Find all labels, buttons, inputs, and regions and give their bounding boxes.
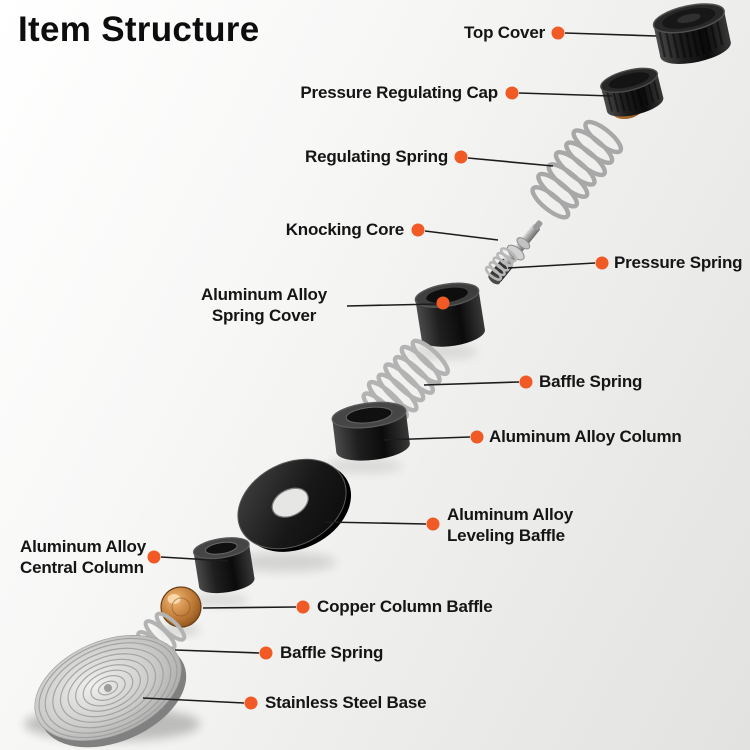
label-regulating-spring: Regulating Spring [305,147,448,166]
leader-line-aluminum-alloy-column [383,436,471,441]
label-baffle-spring-lower: Baffle Spring [280,643,384,662]
label-stainless-steel-base: Stainless Steel Base [265,693,427,712]
aluminum-alloy-central-column-part [192,537,255,594]
leader-line-stainless-steel-base [142,697,245,704]
leader-dot-aluminum-alloy-leveling-baffle [426,517,440,531]
leader-dot-pressure-spring [595,256,609,270]
aluminum-alloy-column-part [331,401,410,461]
leader-dot-aluminum-alloy-spring-cover [436,296,450,310]
label-top-cover: Top Cover [463,23,545,42]
leader-line-regulating-spring [467,157,554,167]
regulating-spring-part [530,119,624,220]
leader-line-copper-column-baffle [202,606,297,609]
label-aluminum-alloy-central-column: Aluminum Alloy Central Column [20,537,146,577]
leader-line-aluminum-alloy-leveling-baffle [324,521,427,525]
leader-dots [147,26,609,710]
label-knocking-core: Knocking Core [285,220,405,239]
leader-line-knocking-core [424,230,499,241]
pressure-regulating-cap-part [600,67,664,120]
leader-line-aluminum-alloy-spring-cover [346,303,438,307]
copper-column-baffle-part [160,586,202,628]
leader-dot-top-cover [551,26,565,40]
label-pressure-regulating-cap: Pressure Regulating Cap [300,83,498,102]
leader-dot-baffle-spring-upper [519,375,533,389]
top-cover-part [652,3,731,64]
label-pressure-spring: Pressure Spring [614,253,743,272]
leader-line-pressure-spring [507,262,596,269]
leader-dot-pressure-regulating-cap [505,86,519,100]
page-title: Item Structure [18,10,260,49]
leader-line-pressure-regulating-cap [518,92,613,97]
aluminum-alloy-spring-cover-part [414,282,485,347]
leader-line-aluminum-alloy-central-column [160,556,229,562]
aluminum-alloy-leveling-baffle-part [237,458,352,552]
label-copper-column-baffle: Copper Column Baffle [317,597,493,616]
leader-lines [142,32,657,704]
leader-dot-copper-column-baffle [296,600,310,614]
stainless-steel-base-part [34,635,187,748]
leader-dot-knocking-core [411,223,425,237]
leader-line-baffle-spring-lower [174,649,260,654]
leader-line-baffle-spring-upper [423,381,520,386]
label-aluminum-alloy-spring-cover: Aluminum Alloy Spring Cover [201,285,327,325]
label-baffle-spring-upper: Baffle Spring [539,372,643,391]
leader-line-top-cover [564,32,657,37]
label-aluminum-alloy-column: Aluminum Alloy Column [489,427,682,446]
label-aluminum-alloy-leveling-baffle: Aluminum Alloy Leveling Baffle [447,505,573,545]
leader-dot-baffle-spring-lower [259,646,273,660]
pressure-spring-part [484,247,518,281]
leader-dot-aluminum-alloy-column [470,430,484,444]
leader-dot-regulating-spring [454,150,468,164]
leader-dot-aluminum-alloy-central-column [147,550,161,564]
leader-dot-stainless-steel-base [244,696,258,710]
